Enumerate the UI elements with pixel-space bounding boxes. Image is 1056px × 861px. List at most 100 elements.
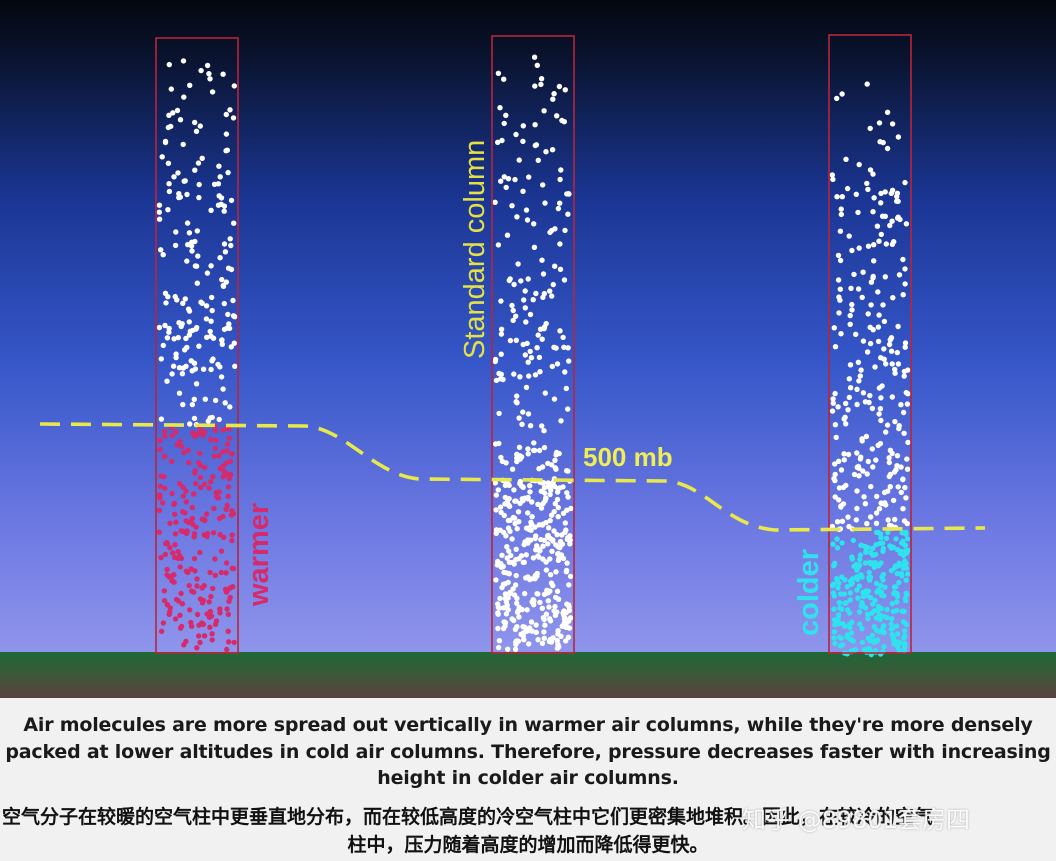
molecule-dot: [886, 455, 892, 461]
molecule-dot: [889, 187, 896, 193]
molecule-dot: [172, 293, 178, 300]
molecule-dot: [839, 606, 845, 612]
molecule-dot: [183, 518, 189, 524]
molecule-dot: [838, 211, 844, 218]
molecule-dot: [873, 529, 880, 536]
molecule-dot: [170, 110, 176, 116]
molecule-dot: [501, 174, 507, 180]
molecule-dot: [888, 621, 894, 627]
molecule-dot: [536, 447, 543, 454]
molecule-dot: [175, 598, 182, 604]
molecule-dot: [869, 405, 876, 412]
molecule-dot: [535, 157, 541, 163]
molecule-dot: [163, 300, 169, 306]
molecule-dot: [228, 197, 235, 204]
molecule-dot: [216, 453, 222, 459]
molecule-dot: [172, 616, 179, 622]
molecule-dot: [857, 556, 863, 563]
molecule-dot: [902, 179, 908, 186]
molecule-dot: [888, 348, 895, 354]
molecule-dot: [868, 302, 874, 308]
molecule-dot: [213, 437, 219, 443]
molecule-dot: [857, 621, 863, 627]
molecule-dot: [224, 646, 230, 653]
molecule-dot: [555, 504, 561, 511]
molecule-dot: [161, 597, 168, 604]
molecule-dot: [899, 530, 905, 536]
molecule-dot: [527, 489, 533, 495]
molecule-dot: [520, 341, 526, 348]
warmer-label: warmer: [243, 503, 275, 607]
molecule-dot: [524, 217, 531, 223]
molecule-dot: [178, 590, 184, 597]
molecule-dot: [226, 321, 232, 327]
molecule-dot: [868, 595, 874, 601]
molecule-dot: [864, 349, 871, 355]
molecule-dot: [173, 354, 179, 361]
molecule-dot: [850, 537, 856, 544]
molecule-dot: [545, 460, 551, 467]
molecule-dot: [895, 361, 902, 367]
molecule-dot: [832, 344, 839, 350]
molecule-dot: [862, 501, 869, 507]
molecule-dot: [839, 518, 846, 524]
molecule-dot: [874, 607, 881, 614]
molecule-dot: [538, 536, 544, 543]
molecule-dot: [502, 501, 508, 507]
molecule-dot: [525, 510, 531, 516]
molecule-dot: [520, 409, 526, 415]
molecule-dot: [212, 572, 218, 578]
molecule-dot: [169, 432, 175, 439]
molecule-dot: [221, 468, 227, 475]
molecule-dot: [157, 483, 163, 490]
molecule-dot: [855, 286, 862, 292]
molecule-dot: [556, 83, 563, 90]
molecule-dot: [902, 641, 908, 647]
molecule-dot: [192, 468, 198, 474]
molecule-dot: [859, 639, 866, 645]
molecule-dot: [870, 601, 876, 607]
molecule-dot: [536, 354, 543, 361]
molecule-dot: [538, 76, 545, 82]
molecule-dot: [498, 351, 504, 357]
molecule-dot: [882, 213, 888, 219]
molecule-dot: [222, 586, 229, 592]
molecule-dot: [833, 434, 839, 441]
molecule-dot: [158, 416, 165, 422]
molecule-dot: [890, 295, 896, 301]
molecule-dot: [176, 194, 182, 201]
molecule-dot: [541, 591, 548, 598]
molecule-dot: [513, 546, 519, 552]
molecule-dot: [194, 645, 200, 651]
molecule-dot: [183, 499, 189, 505]
molecule-dot: [503, 533, 509, 539]
molecule-dot: [549, 147, 556, 153]
molecule-dot: [502, 482, 509, 489]
molecule-dot: [511, 487, 517, 493]
molecule-dot: [568, 505, 574, 512]
molecule-dot: [545, 541, 551, 547]
molecule-dot: [230, 511, 236, 517]
molecule-dot: [536, 466, 542, 472]
molecule-dot: [832, 494, 838, 500]
molecule-dot: [889, 218, 895, 224]
molecule-dot: [553, 569, 559, 575]
molecule-dot: [534, 543, 540, 549]
molecule-dot: [210, 474, 216, 480]
molecule-dot: [169, 371, 175, 377]
molecule-dot: [500, 376, 506, 383]
molecule-dot: [895, 198, 901, 204]
molecule-dot: [226, 435, 232, 441]
molecule-dot: [866, 645, 872, 652]
molecule-dot: [847, 578, 854, 584]
molecule-dot: [532, 535, 538, 542]
molecule-dot: [156, 529, 162, 535]
molecule-dot: [161, 428, 168, 435]
molecule-dot: [228, 471, 234, 478]
molecule-dot: [903, 221, 910, 227]
molecule-dot: [202, 517, 208, 524]
molecule-dot: [875, 289, 881, 295]
molecule-dot: [179, 601, 185, 607]
molecule-dot: [171, 174, 177, 180]
molecule-dot: [878, 395, 884, 401]
